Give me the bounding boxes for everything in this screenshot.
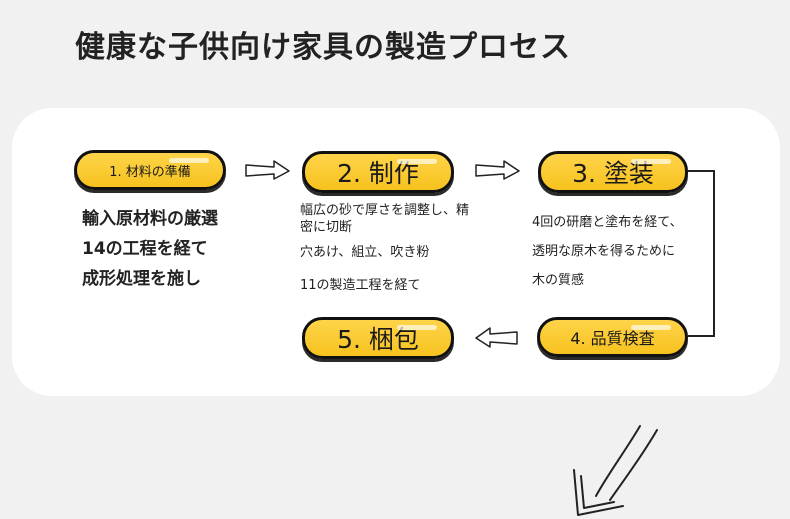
desc-line: 4回の研磨と塗布を経て、 <box>532 215 683 230</box>
step-1-description: 輸入原材料の厳選 14の工程を経て 成形処理を施し <box>82 204 218 294</box>
step-2-label: 2. 制作 <box>337 159 419 188</box>
step-2-description: 幅広の砂で厚さを調整し、精 密に切断 穴あけ、組立、吹き粉 11の製造工程を経て <box>300 202 469 294</box>
step-3-label: 3. 塗装 <box>572 159 654 188</box>
page-title: 健康な子供向け家具の製造プロセス <box>75 30 571 65</box>
desc-line: 幅広の砂で厚さを調整し、精 <box>300 203 470 218</box>
desc-line: 木の質感 <box>532 273 585 288</box>
arrow-left-icon <box>475 327 518 348</box>
connector-line <box>688 170 715 337</box>
step-2-pill: 2. 制作 <box>302 151 454 193</box>
step-3-pill: 3. 塗装 <box>538 151 688 193</box>
step-3-description: 4回の研磨と塗布を経て、 透明な原木を得るために 木の質感 <box>532 208 683 295</box>
big-down-arrow-icon <box>573 425 658 516</box>
arrow-right-icon <box>475 160 520 180</box>
arrow-right-icon <box>245 160 290 180</box>
desc-line: 穴あけ、組立、吹き粉 <box>300 245 430 260</box>
desc-line: 輸入原材料の厳選 <box>82 209 218 229</box>
step-5-label: 5. 梱包 <box>337 325 419 354</box>
step-1-pill: 1. 材料の準備 <box>74 150 226 190</box>
desc-line: 14の工程を経て <box>82 239 208 259</box>
desc-line: 密に切断 <box>300 220 353 235</box>
desc-line: 透明な原木を得るために <box>532 244 676 259</box>
step-4-label: 4. 品質検査 <box>570 329 655 348</box>
desc-line: 成形処理を施し <box>82 269 201 289</box>
desc-line: 11の製造工程を経て <box>300 278 421 293</box>
step-4-pill: 4. 品質検査 <box>537 317 688 357</box>
step-1-label: 1. 材料の準備 <box>109 164 191 180</box>
step-5-pill: 5. 梱包 <box>302 317 454 359</box>
